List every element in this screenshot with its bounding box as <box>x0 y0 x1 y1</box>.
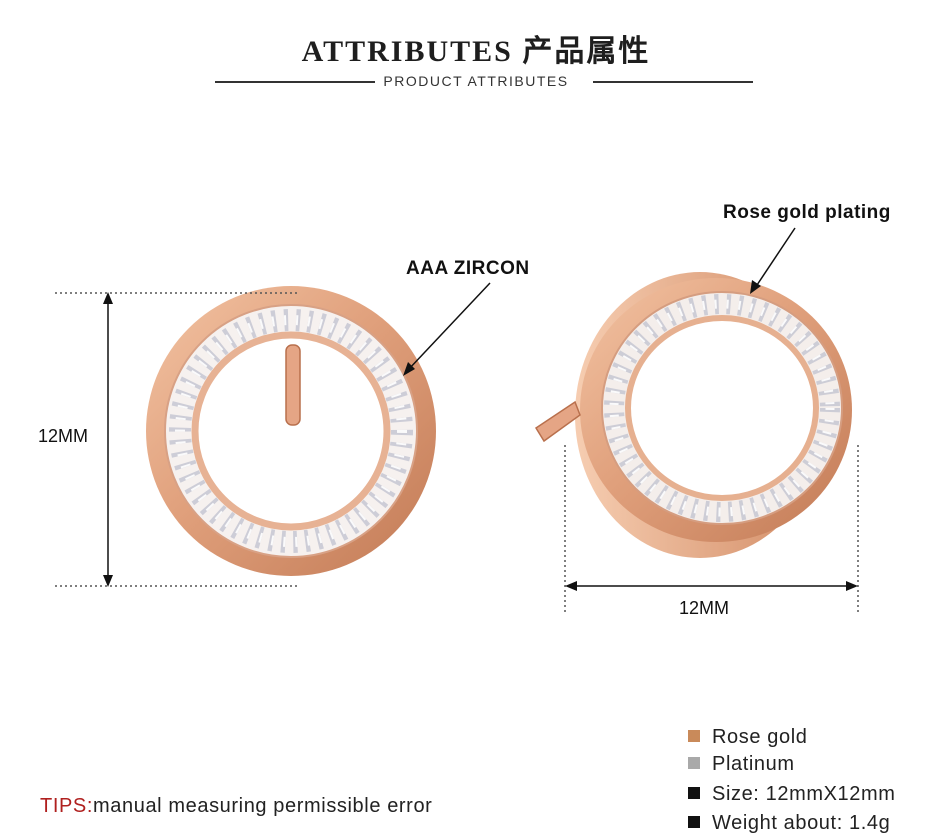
arrow-up-icon <box>103 292 113 304</box>
plating-arrow-icon <box>750 280 761 294</box>
arrow-right-icon <box>846 581 858 591</box>
earring-front-view <box>146 286 436 576</box>
height-label: 12MM <box>38 426 89 446</box>
width-label: 12MM <box>679 598 730 618</box>
zircon-callout: AAA ZIRCON <box>406 258 530 279</box>
tips-note: TIPS:manual measuring permissible error <box>40 795 432 818</box>
legend-label: Size: 12mmX12mm <box>712 783 896 805</box>
plating-callout: Rose gold plating <box>723 202 891 223</box>
zircon-leader-line <box>407 282 491 371</box>
legend-label: Rose gold <box>712 726 808 748</box>
legend-item-weight: Weight about: 1.4g <box>688 812 890 835</box>
page-subtitle: PRODUCT ATTRIBUTES <box>383 73 569 89</box>
arrow-left-icon <box>565 581 577 591</box>
bullet-square-icon <box>688 786 700 799</box>
tips-prefix: TIPS: <box>40 795 94 817</box>
tips-text: manual measuring permissible error <box>93 795 433 817</box>
plating-leader-line <box>754 227 796 289</box>
rose-gold-swatch-icon <box>688 729 700 742</box>
legend-label: Platinum <box>712 753 795 775</box>
earring-side-view <box>534 272 852 558</box>
legend-item-rose-gold: Rose gold <box>688 726 807 749</box>
zircon-arrow-icon <box>403 362 415 376</box>
header-divider-right <box>593 81 753 83</box>
legend-item-size: Size: 12mmX12mm <box>688 783 896 806</box>
legend-label: Weight about: 1.4g <box>712 812 891 834</box>
page-title: ATTRIBUTES 产品属性 <box>301 35 651 68</box>
platinum-swatch-icon <box>688 756 700 769</box>
arrow-down-icon <box>103 575 113 587</box>
header-divider-left <box>215 81 375 83</box>
legend-item-platinum: Platinum <box>688 753 795 776</box>
bullet-square-icon <box>688 815 700 828</box>
